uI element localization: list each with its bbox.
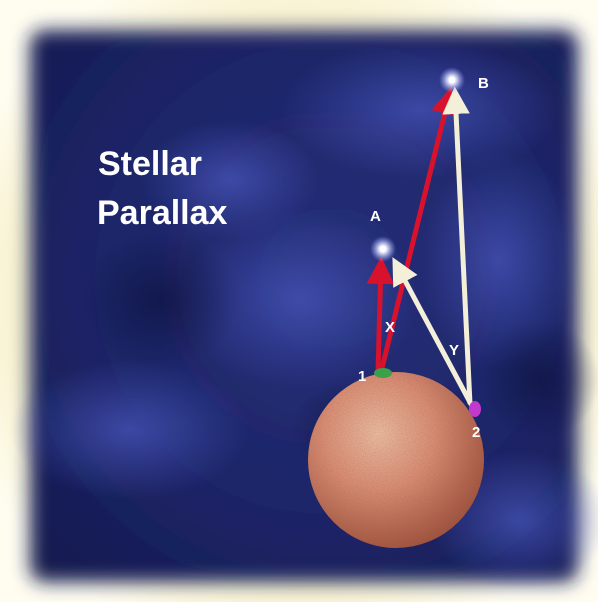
- planet: [308, 372, 484, 548]
- label-position-1: 1: [358, 368, 366, 385]
- position-2-marker: [469, 401, 481, 417]
- sightline-2-to-b: [442, 86, 473, 405]
- label-angle-y: Y: [449, 342, 459, 359]
- star-b: [439, 67, 465, 93]
- label-star-a: A: [370, 208, 381, 225]
- position-1-marker: [374, 368, 392, 378]
- sightlines: [366, 86, 475, 408]
- star-a: [370, 236, 396, 262]
- sightline-1-to-b: [379, 86, 459, 369]
- sightline-2-to-a: [392, 257, 475, 408]
- title-line-2: Parallax: [97, 194, 228, 232]
- label-angle-x: X: [385, 319, 395, 336]
- night-sky: [10, 30, 598, 590]
- label-position-2: 2: [472, 424, 480, 441]
- label-star-b: B: [478, 75, 489, 92]
- title-line-1: Stellar: [98, 145, 202, 183]
- sightline-1-to-a: [366, 256, 395, 373]
